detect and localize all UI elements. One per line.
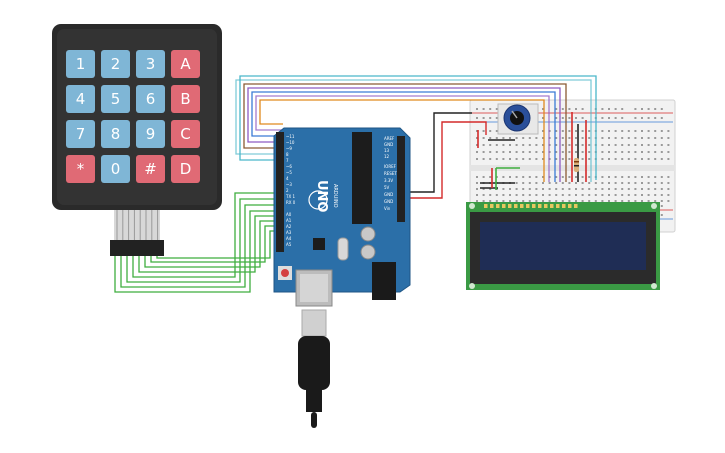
keypad-ribbon <box>110 210 164 256</box>
keypad-key-label: C <box>180 125 190 143</box>
arduino-digital-pin-label: ~11 <box>286 134 295 139</box>
keypad-key-label: A <box>180 55 191 73</box>
keypad-key-6[interactable]: 6 <box>136 85 165 113</box>
arduino-digital-pin-label: ~5 <box>286 170 292 175</box>
lcd-signal-wires[interactable] <box>235 75 597 182</box>
keypad-key-D[interactable]: D <box>171 155 200 183</box>
arduino-analog-pin-label: A3 <box>286 230 292 235</box>
keypad-key-C[interactable]: C <box>171 120 200 148</box>
keypad-key-label: 2 <box>111 55 121 73</box>
keypad-key-label: D <box>180 160 192 178</box>
keypad-key-9[interactable]: 9 <box>136 120 165 148</box>
usb-cable <box>298 309 330 428</box>
breadboard-jumpers <box>477 112 587 190</box>
keypad-key-A[interactable]: A <box>171 50 200 78</box>
arduino-digital-pin-label: ~9 <box>286 146 292 151</box>
arduino-digital-pin-label: 2 <box>286 188 289 193</box>
keypad-key-4[interactable]: 4 <box>66 85 95 113</box>
arduino-digital-pin-label: 8 <box>286 152 289 157</box>
arduino-digital-pin-label: ~6 <box>286 164 292 169</box>
arduino-power-pin-label: IOREF <box>384 164 397 169</box>
arduino-analog-pin-label: A2 <box>286 224 292 229</box>
arduino-analog-pin-label: A1 <box>286 218 292 223</box>
keypad-key-label: 6 <box>146 90 156 108</box>
keypad-key-label: 9 <box>146 125 156 143</box>
keypad-wires[interactable] <box>114 192 275 293</box>
arduino-analog-pin-label: A5 <box>286 242 292 247</box>
keypad[interactable]: 1 2 3 A 4 5 6 B 7 8 9 C * 0 # D <box>52 24 222 256</box>
arduino-digital-pin-label: ~10 <box>286 140 295 145</box>
arduino-digital-pin-label: ~3 <box>286 182 292 187</box>
keypad-key-2[interactable]: 2 <box>101 50 130 78</box>
keypad-key-7[interactable]: 7 <box>66 120 95 148</box>
arduino-power-pin-label: 5V <box>384 185 390 190</box>
arduino-aref-pin-label: 13 <box>384 148 390 153</box>
arduino-digital-pin-label: RX 0 <box>286 200 296 205</box>
arduino-aref-pin-label: AREF <box>384 136 395 141</box>
keypad-key-label: 3 <box>146 55 156 73</box>
resistor <box>574 158 579 172</box>
arduino-analog-pin-label: A0 <box>286 212 292 217</box>
arduino-digital-pin-label: 7 <box>286 158 289 163</box>
keypad-key-label: # <box>144 160 157 178</box>
arduino-power-pin-label: RESET <box>384 171 397 176</box>
keypad-key-8[interactable]: 8 <box>101 120 130 148</box>
arduino-digital-pin-label: TX 1 <box>285 194 295 199</box>
keypad-key-label: * <box>77 160 85 178</box>
arduino-power-pin-label: Vin <box>384 206 391 211</box>
keypad-key-*[interactable]: * <box>66 155 95 183</box>
keypad-key-1[interactable]: 1 <box>66 50 95 78</box>
arduino-aref-pin-label: GND <box>384 142 393 147</box>
arduino-digital-pin-label: 4 <box>286 176 289 181</box>
keypad-key-label: 5 <box>111 90 121 108</box>
arduino-aref-pin-label: 12 <box>384 154 390 159</box>
keypad-key-label: 0 <box>111 160 121 178</box>
keypad-key-5[interactable]: 5 <box>101 85 130 113</box>
arduino-power-pin-label: GND <box>384 199 393 204</box>
keypad-key-#[interactable]: # <box>136 155 165 183</box>
keypad-key-label: B <box>180 90 190 108</box>
keypad-key-label: 4 <box>76 90 86 108</box>
keypad-key-B[interactable]: B <box>171 85 200 113</box>
keypad-key-label: 8 <box>111 125 121 143</box>
potentiometer[interactable] <box>497 103 539 135</box>
lcd-display[interactable] <box>466 202 660 290</box>
arduino-analog-pin-label: A4 <box>286 236 292 241</box>
arduino-power-pin-label: 3.3V <box>384 178 393 183</box>
keypad-key-0[interactable]: 0 <box>101 155 130 183</box>
board-brand: ARDUINO <box>332 184 338 208</box>
arduino-power-pin-label: GND <box>384 192 393 197</box>
keypad-key-label: 7 <box>76 125 86 143</box>
keypad-key-label: 1 <box>76 55 86 73</box>
keypad-key-3[interactable]: 3 <box>136 50 165 78</box>
power-wires[interactable] <box>398 112 487 199</box>
